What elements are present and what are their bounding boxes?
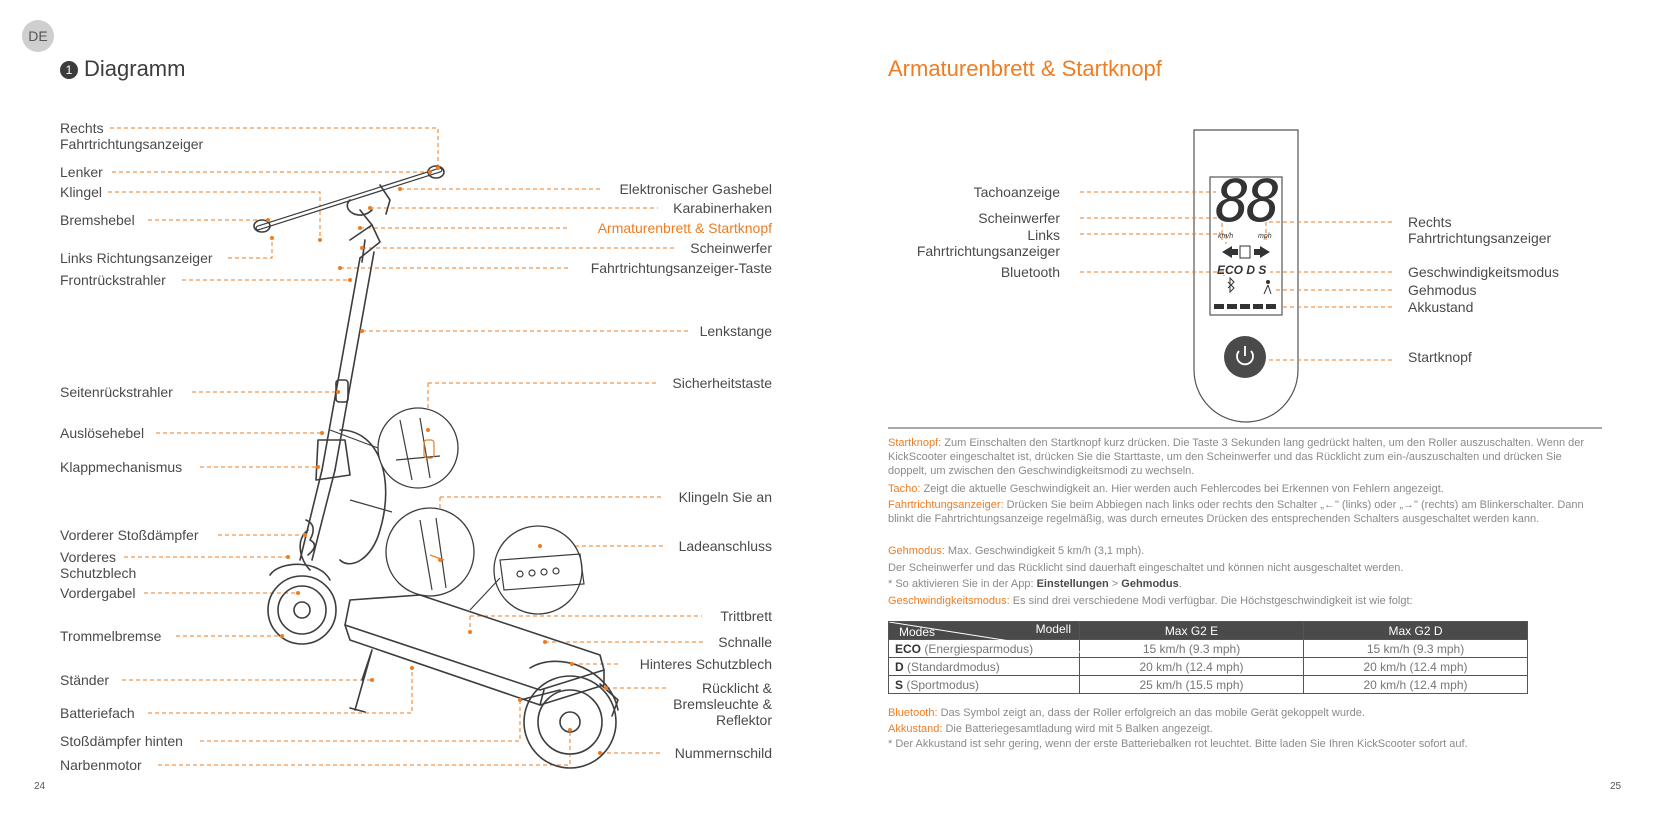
label-klappmechanismus: Klappmechanismus <box>60 459 183 475</box>
label-stossdaempfer-hinten: Stoßdämpfer hinten <box>60 733 183 749</box>
unit-mph: mph <box>1258 233 1272 240</box>
dash-label-tachoanzeige: Tachoanzeige <box>973 184 1060 200</box>
desc-geschwindigkeitsmodus: Geschwindigkeitsmodus: Es sind drei vers… <box>888 595 1413 607</box>
table-row: S (Sportmodus) 25 km/h (15.5 mph) 20 km/… <box>888 675 1528 694</box>
label-lenkstange: Lenkstange <box>699 323 772 339</box>
label-narbenmotor: Narbenmotor <box>60 757 142 773</box>
label-frontrueckstrahler: Frontrückstrahler <box>60 272 166 288</box>
dashboard-leaders <box>1080 191 1392 361</box>
label-ladeanschluss: Ladeanschluss <box>678 538 772 554</box>
leader-lines-right <box>340 188 706 754</box>
speed-digits: 88 <box>1215 167 1281 235</box>
diagram-title: Diagramm <box>84 56 186 81</box>
dashboard-heading: Armaturenbrett & Startknopf <box>888 56 1162 81</box>
dash-label-bluetooth: Bluetooth <box>1000 264 1060 280</box>
desc-startknopf: Startknopf: Zum Einschalten den Startkno… <box>888 437 1585 477</box>
table-header-max-g2-d: Max G2 D <box>1303 621 1528 640</box>
mode-letters: ECO D S <box>1217 263 1267 277</box>
label-klingel: Klingel <box>60 184 103 200</box>
label-trommelbremse: Trommelbremse <box>60 628 162 644</box>
dash-label-scheinwerfer: Scheinwerfer <box>978 210 1060 226</box>
desc-app-hint: * So aktivieren Sie in der App: Einstell… <box>888 578 1182 590</box>
leader-dots-left <box>266 166 572 732</box>
desc-gehmodus: Gehmodus: Max. Geschwindigkeit 5 km/h (3… <box>888 545 1145 557</box>
dash-label-startknopf: Startknopf <box>1408 349 1472 365</box>
dash-label-akkustand: Akkustand <box>1408 299 1474 315</box>
desc-licht: Der Scheinwerfer und das Rücklicht sind … <box>888 562 1404 574</box>
table-corner-header: Modell Modes <box>888 621 1093 654</box>
dashboard-illustration <box>1193 129 1299 423</box>
leader-dots-right <box>338 187 608 755</box>
label-batteriefach: Batteriefach <box>60 705 135 721</box>
label-elektronischer-gashebel: Elektronischer Gashebel <box>619 181 772 197</box>
desc-fahrtrichtungsanzeiger: Fahrtrichtungsanzeiger: Drücken Sie beim… <box>888 499 1584 525</box>
detail-circles <box>377 407 583 615</box>
table-header-max-g2-e: Max G2 E <box>1079 621 1304 640</box>
label-ruecklicht: Rücklicht &Bremsleuchte &Reflektor <box>673 680 772 728</box>
label-links-richtungsanzeiger: Links Richtungsanzeiger <box>60 250 213 266</box>
scooter-illustration <box>253 165 619 769</box>
label-vordergabel: Vordergabel <box>60 585 136 601</box>
label-ausloesehebel: Auslösehebel <box>60 425 145 441</box>
label-bremshebel: Bremshebel <box>60 212 135 228</box>
desc-tacho: Tacho: Zeigt die aktuelle Geschwindigkei… <box>888 483 1444 495</box>
label-hinteres-schutzblech: Hinteres Schutzblech <box>639 656 772 672</box>
dash-label-gehmodus: Gehmodus <box>1408 282 1477 298</box>
label-schnalle: Schnalle <box>718 634 772 650</box>
label-sicherheitstaste: Sicherheitstaste <box>672 375 772 391</box>
label-klingeln-sie-an: Klingeln Sie an <box>678 489 772 505</box>
label-armaturenbrett-startknopf: Armaturenbrett & Startknopf <box>597 220 772 236</box>
page-number-left: 24 <box>34 781 46 792</box>
label-karabinerhaken: Karabinerhaken <box>673 200 772 216</box>
label-nummernschild: Nummernschild <box>674 745 772 761</box>
label-scheinwerfer: Scheinwerfer <box>690 240 772 256</box>
desc-akku-note: * Der Akkustand ist sehr gering, wenn de… <box>888 738 1468 750</box>
section-number: 1 <box>60 61 78 79</box>
desc-akkustand: Akkustand: Die Batteriegesamtladung wird… <box>888 723 1213 735</box>
label-vorderer-stossdaempfer: Vorderer Stoßdämpfer <box>60 527 199 543</box>
label-trittbrett: Trittbrett <box>720 608 772 624</box>
dash-label-geschwindigkeitsmodus: Geschwindigkeitsmodus <box>1408 264 1559 280</box>
label-lenker: Lenker <box>60 164 103 180</box>
speed-mode-table: Modell Modes Max G2 E Max G2 D ECO (Ener… <box>888 621 1528 694</box>
label-staender: Ständer <box>60 672 110 688</box>
desc-bluetooth: Bluetooth: Das Symbol zeigt an, dass der… <box>888 707 1365 719</box>
leader-lines-left <box>108 127 571 766</box>
detail-drawings <box>329 417 585 611</box>
diagram-heading: 1 Diagramm <box>60 56 185 82</box>
unit-kmh: km/h <box>1218 233 1234 240</box>
label-fahrtrichtungsanzeiger-taste: Fahrtrichtungsanzeiger-Taste <box>590 260 772 276</box>
table-row: D (Standardmodus) 20 km/h (12.4 mph) 20 … <box>888 657 1528 676</box>
label-seitenrueckstrahler: Seitenrückstrahler <box>60 384 173 400</box>
page-number-right: 25 <box>1610 781 1622 792</box>
language-badge: DE <box>22 20 54 52</box>
